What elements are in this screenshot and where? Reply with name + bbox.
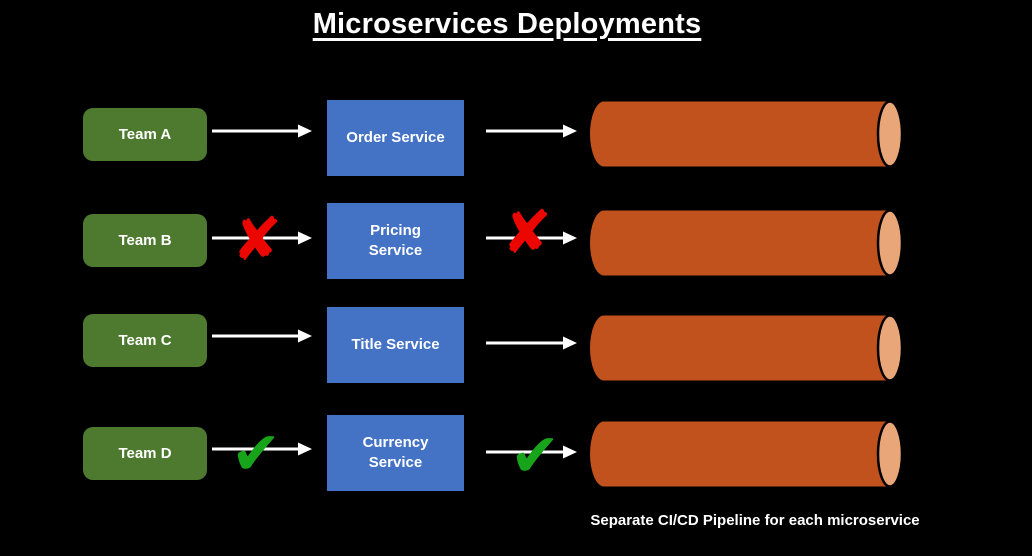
order-service-box: Order Service	[327, 100, 464, 176]
team-d-box: Team D	[83, 427, 207, 480]
arrow-team-a-to-order	[212, 123, 313, 139]
arrow-team-b-to-pricing	[212, 230, 313, 246]
arrow-currency-to-pipeline	[486, 444, 578, 460]
pricing-service-label: Pricing Service	[368, 221, 423, 259]
pipeline-cylinder-icon	[590, 209, 905, 277]
caption-text: Separate CI/CD Pipeline for each microse…	[590, 512, 920, 529]
team-b-box: Team B	[83, 214, 207, 267]
currency-service-label: Currency Service	[362, 433, 429, 471]
order-service-label: Order Service	[346, 128, 445, 146]
pipeline-cylinder-icon	[590, 100, 905, 168]
title-service-box: Title Service	[327, 307, 464, 383]
title-service-label: Title Service	[351, 335, 440, 353]
page-title: Microservices Deployments	[312, 8, 702, 40]
team-a-box: Team A	[83, 108, 207, 161]
pipeline-cylinder-icon	[590, 420, 905, 488]
team-c-label: Team C	[118, 332, 172, 349]
team-d-label: Team D	[118, 445, 172, 462]
pricing-service-box: Pricing Service	[327, 203, 464, 279]
team-c-box: Team C	[83, 314, 207, 367]
currency-service-box: Currency Service	[327, 415, 464, 491]
pipeline-cylinder-icon	[590, 314, 905, 382]
arrow-order-to-pipeline	[486, 123, 578, 139]
arrow-title-to-pipeline	[486, 335, 578, 351]
arrow-team-c-to-title	[212, 328, 313, 344]
arrow-team-d-to-currency	[212, 441, 313, 457]
team-a-label: Team A	[118, 126, 172, 143]
arrow-pricing-to-pipeline	[486, 230, 578, 246]
team-b-label: Team B	[118, 232, 172, 249]
